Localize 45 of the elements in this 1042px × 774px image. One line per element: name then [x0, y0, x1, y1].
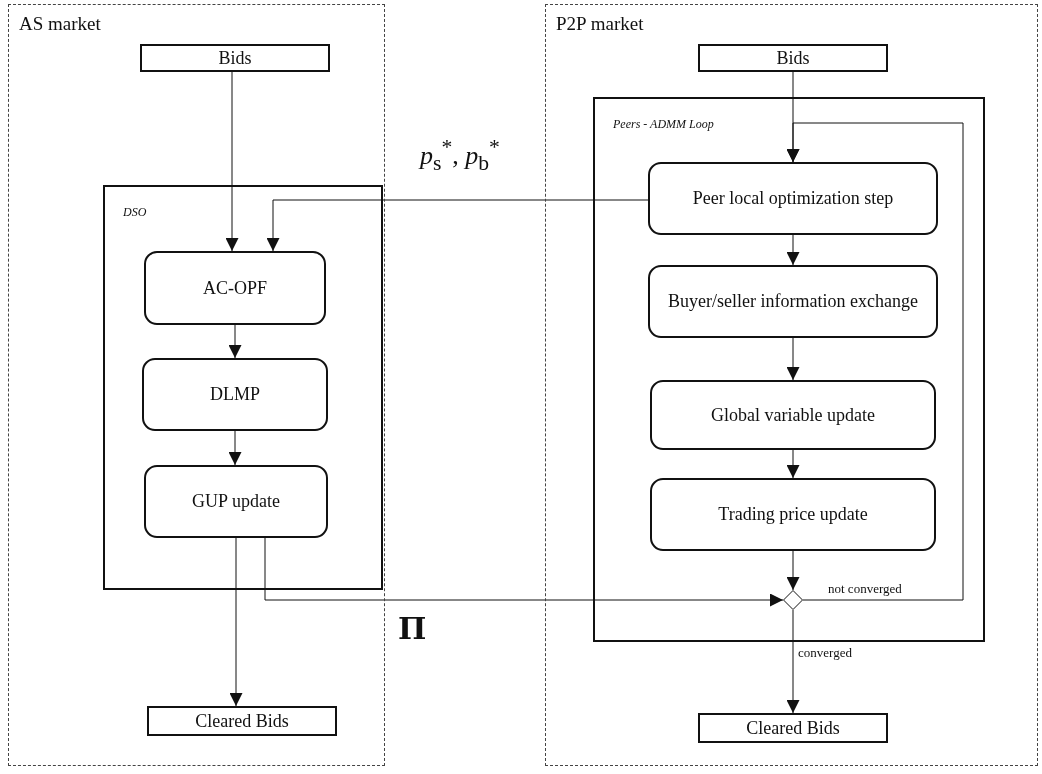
data-label: Cleared Bids [746, 716, 840, 740]
arrow [229, 537, 243, 707]
edge-label: not converged [828, 582, 902, 597]
process-label: AC-OPF [203, 276, 267, 300]
arrow [786, 122, 964, 601]
arrow [225, 71, 239, 252]
decision-diamond [783, 590, 803, 610]
group-box [593, 97, 985, 642]
process-label: Buyer/seller information exchange [668, 290, 918, 313]
process-label: Peer local optimization step [692, 187, 894, 210]
data-label: Cleared Bids [195, 709, 289, 733]
process-box [648, 265, 938, 338]
arrow [266, 199, 649, 252]
data-box [698, 44, 888, 72]
dashed-region [8, 4, 385, 766]
arrow [228, 430, 242, 466]
arrow [786, 449, 800, 479]
process-box [142, 358, 328, 431]
dashed-region [545, 4, 1038, 766]
arrow [786, 234, 800, 266]
region-title: P2P market [556, 13, 644, 35]
process-box [144, 465, 328, 538]
process-label: DLMP [210, 383, 260, 406]
group-box [103, 185, 383, 590]
process-label: GUP update [192, 490, 280, 513]
arrow [264, 537, 784, 607]
process-box [650, 380, 936, 450]
data-label: Bids [776, 46, 810, 70]
group-title: DSO [123, 205, 147, 220]
region-title: AS market [19, 13, 101, 35]
process-box [650, 478, 936, 551]
process-label: Global variable update [711, 403, 875, 427]
data-box [147, 706, 337, 736]
arrow [786, 550, 800, 591]
arrow [786, 337, 800, 381]
arrow [228, 324, 242, 359]
data-label: Bids [218, 46, 252, 70]
process-box [648, 162, 938, 235]
data-box [140, 44, 330, 72]
process-box [144, 251, 326, 325]
group-title: Peers - ADMM Loop [613, 117, 714, 132]
process-label: Trading price update [718, 503, 868, 526]
edge-label: converged [798, 646, 852, 661]
arrow [786, 609, 800, 714]
data-box [698, 713, 888, 743]
